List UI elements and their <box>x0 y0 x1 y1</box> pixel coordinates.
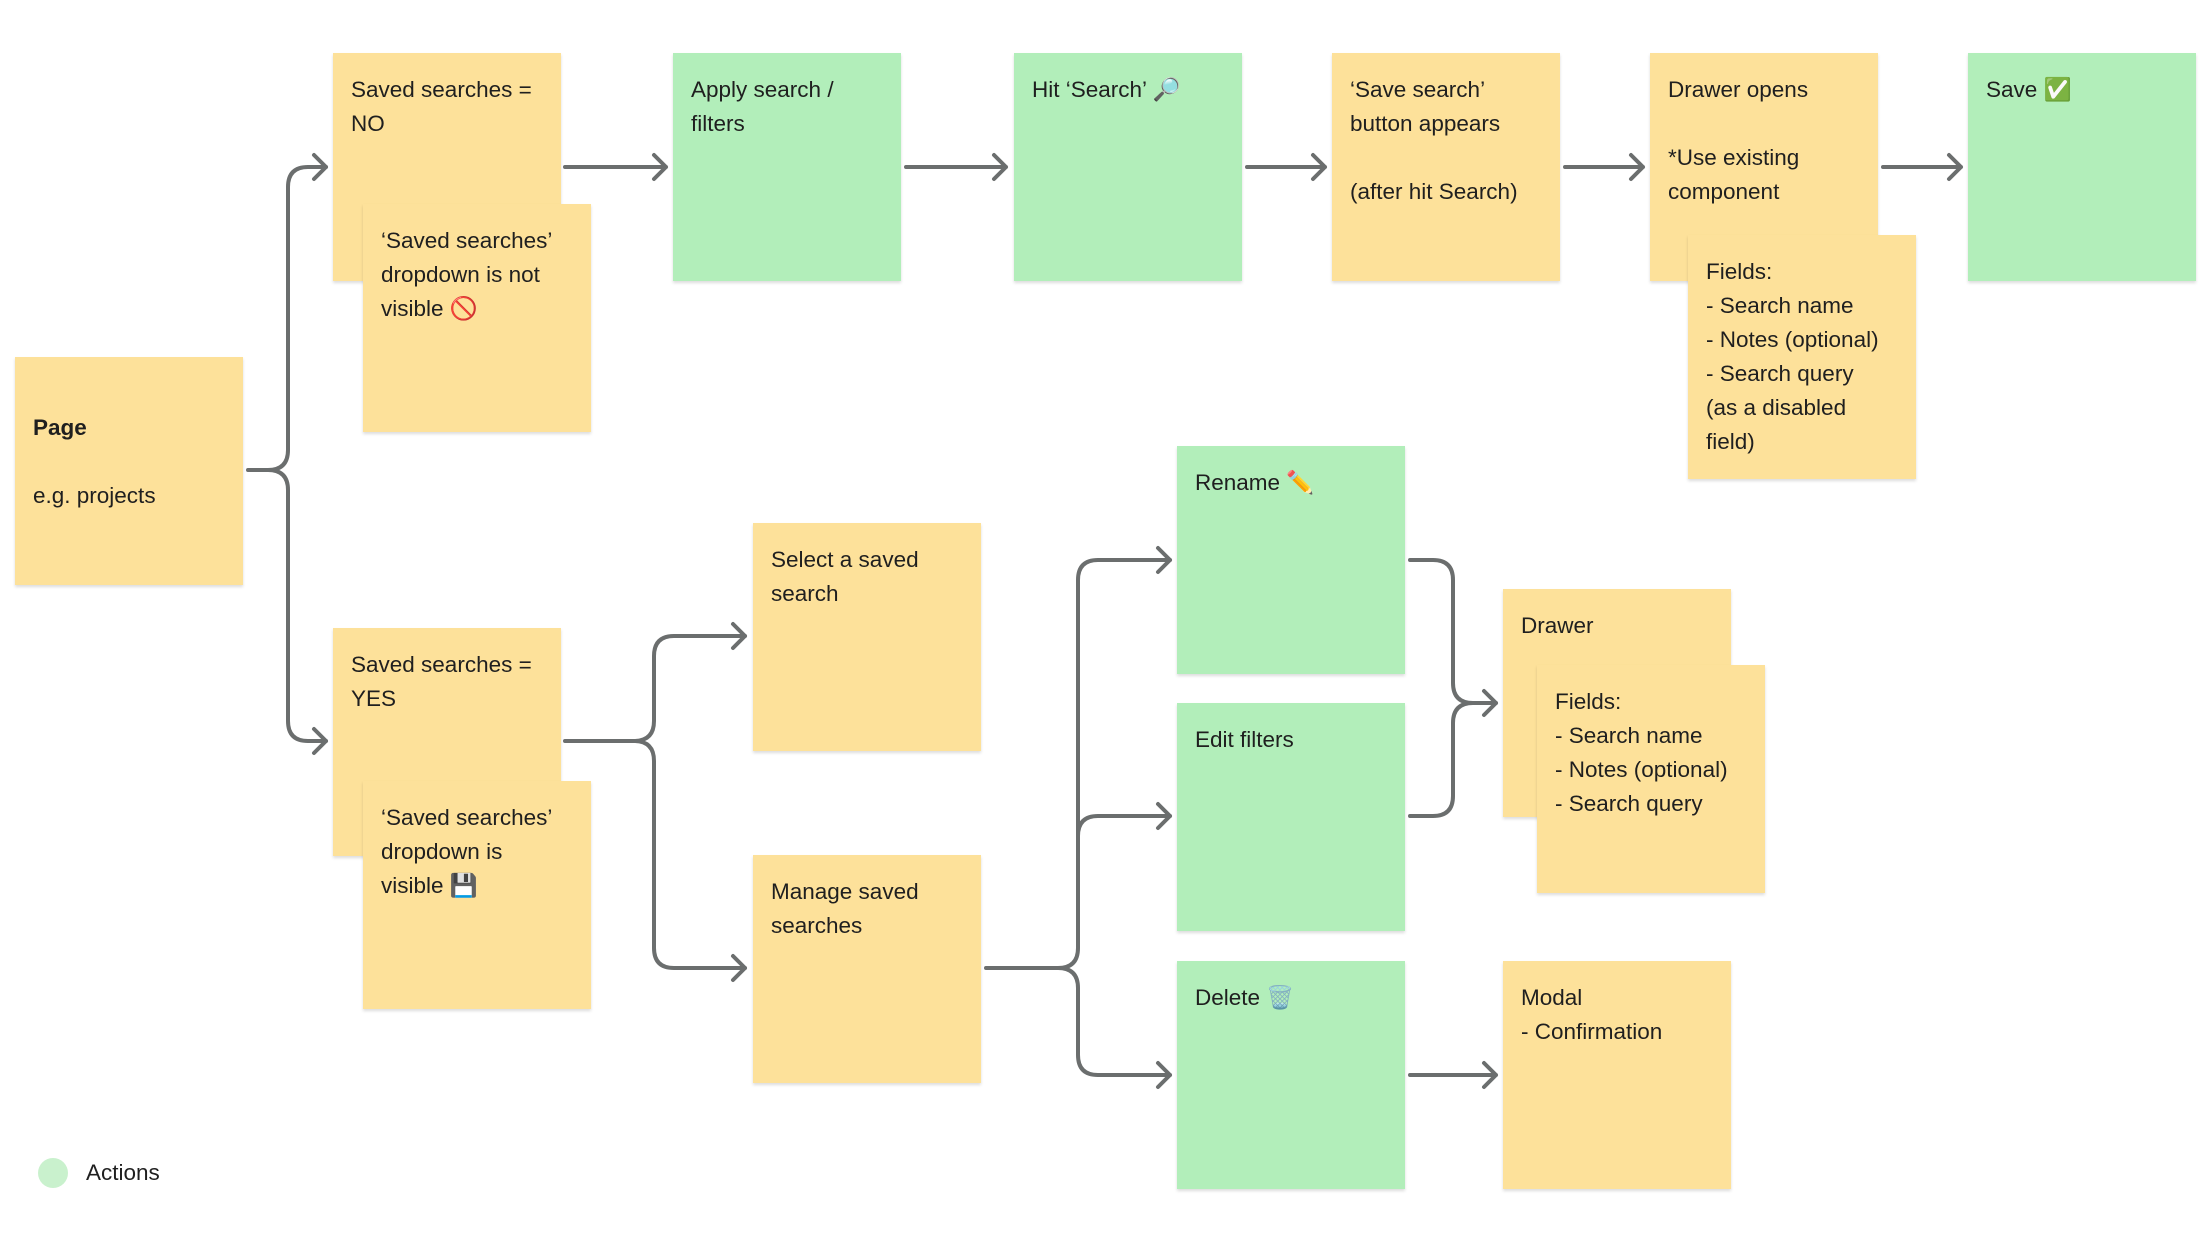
connector-page-branch <box>246 165 328 743</box>
connector-merge-drawer <box>1408 558 1498 818</box>
note-save: Save ✅ <box>1968 53 2196 281</box>
note-page: Page e.g. projects <box>15 357 243 585</box>
arrowhead <box>731 622 747 650</box>
note-page-text: e.g. projects <box>33 483 156 508</box>
connector-button-to-drawer <box>1563 153 1645 181</box>
connector-yes-split <box>563 634 747 970</box>
connector-manage-split <box>984 558 1172 1077</box>
legend: Actions <box>38 1158 160 1188</box>
note-apply-search: Apply search / filters <box>673 53 901 281</box>
note-dropdown-not-visible: ‘Saved searches’ dropdown is not visible… <box>363 204 591 432</box>
arrowhead <box>1482 689 1498 717</box>
connector-drawer-to-save <box>1881 153 1963 181</box>
note-rename: Rename ✏️ <box>1177 446 1405 674</box>
note-drawer-fields: Fields: - Search name - Notes (optional)… <box>1688 235 1916 479</box>
arrowhead <box>1156 802 1172 830</box>
arrowhead <box>312 727 328 755</box>
note-dropdown-visible: ‘Saved searches’ dropdown is visible 💾 <box>363 781 591 1009</box>
note-page-title: Page <box>33 415 87 440</box>
arrowhead <box>312 153 328 181</box>
connector-no-to-apply <box>563 153 668 181</box>
connector-apply-to-hit <box>904 153 1008 181</box>
connector-delete-to-modal <box>1408 1061 1498 1089</box>
note-manage-saved-searches: Manage saved searches <box>753 855 981 1083</box>
note-drawer-fields-manage: Fields: - Search name - Notes (optional)… <box>1537 665 1765 893</box>
arrowhead <box>731 954 747 982</box>
note-select-saved-search: Select a saved search <box>753 523 981 751</box>
note-delete: Delete 🗑️ <box>1177 961 1405 1189</box>
note-save-search-button: ‘Save search’ button appears (after hit … <box>1332 53 1560 281</box>
legend-actions-swatch <box>38 1158 68 1188</box>
arrowhead <box>1156 1061 1172 1089</box>
connector-hit-to-button <box>1245 153 1327 181</box>
note-modal-confirmation: Modal - Confirmation <box>1503 961 1731 1189</box>
arrowhead <box>1156 546 1172 574</box>
legend-actions-label: Actions <box>86 1160 160 1185</box>
note-edit-filters: Edit filters <box>1177 703 1405 931</box>
note-hit-search: Hit ‘Search’ 🔎 <box>1014 53 1242 281</box>
